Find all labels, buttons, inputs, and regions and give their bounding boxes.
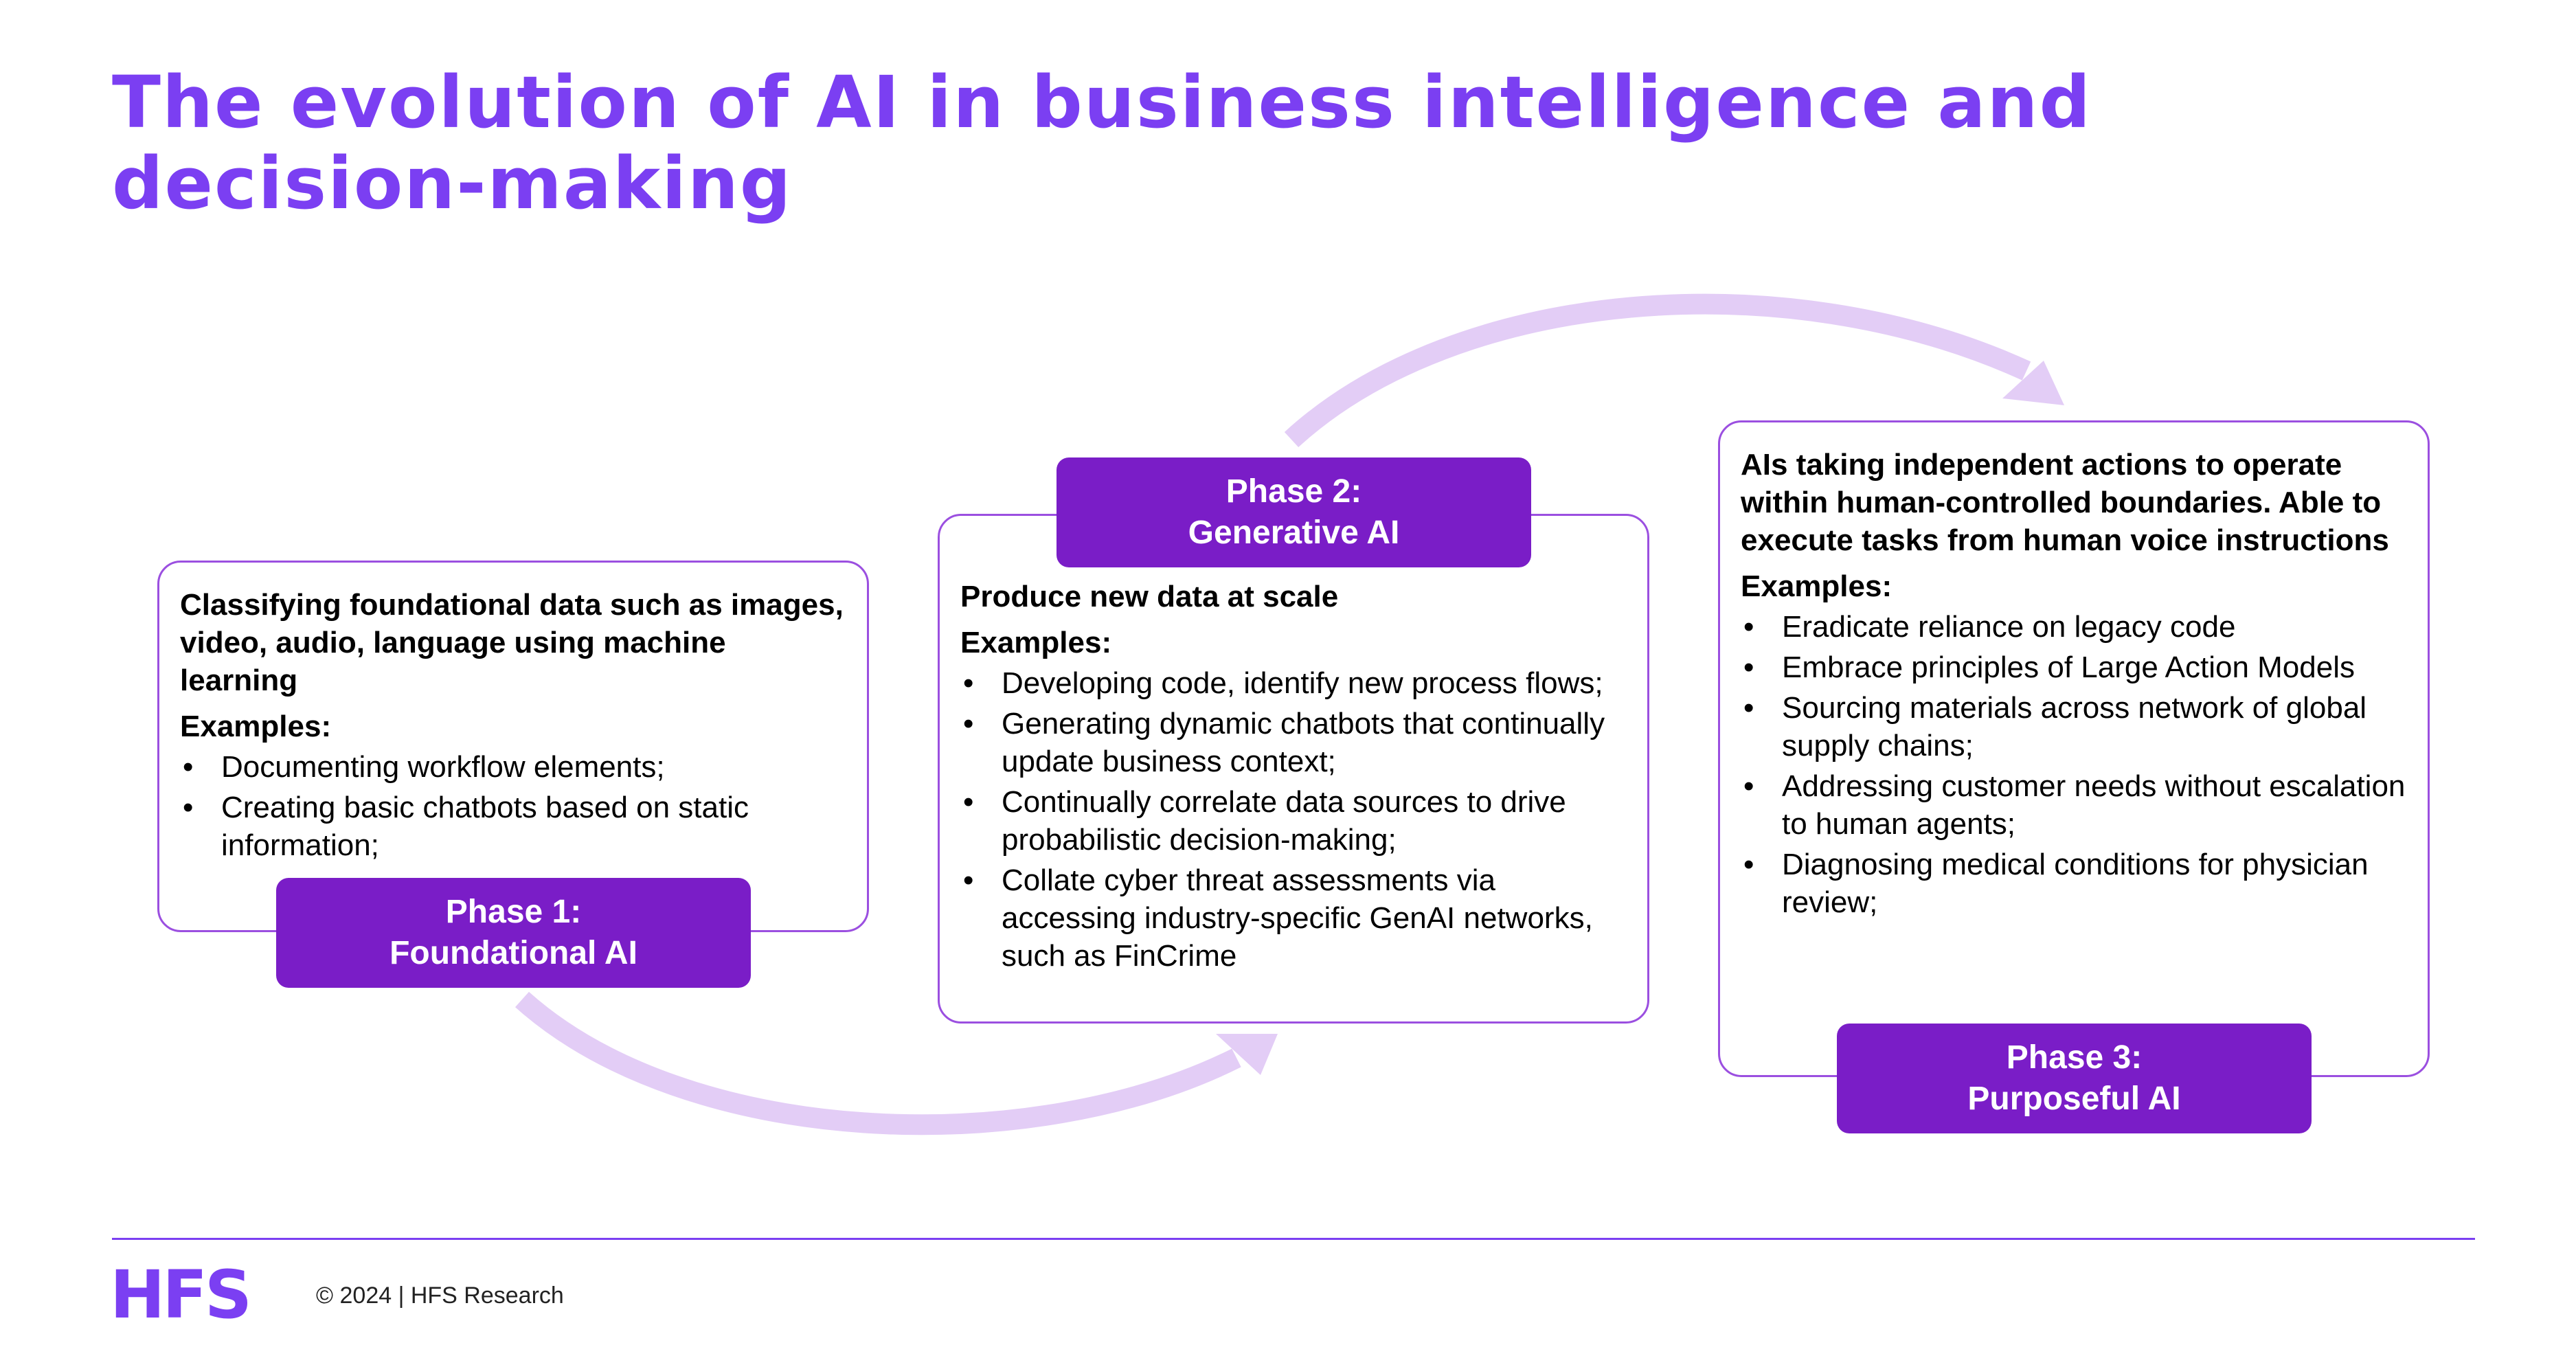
list-item: •Developing code, identify new process f… bbox=[963, 666, 1603, 700]
phase-1-examples-list: •Documenting workflow elements; •Creatin… bbox=[180, 748, 846, 864]
arrowhead-phase2-icon bbox=[1216, 1034, 1278, 1075]
list-item: •Eradicate reliance on legacy code bbox=[1743, 610, 2236, 644]
phase-2-examples-list: •Developing code, identify new process f… bbox=[960, 664, 1627, 975]
phase-1-name: Foundational AI bbox=[389, 935, 637, 971]
phase-3-examples-list: •Eradicate reliance on legacy code •Embr… bbox=[1741, 608, 2407, 921]
page-title: The evolution of AI in business intellig… bbox=[112, 60, 2092, 225]
hfs-logo: HFS bbox=[110, 1256, 252, 1333]
list-item: •Documenting workflow elements; bbox=[183, 750, 665, 784]
phase-2-card: Produce new data at scale Examples: •Dev… bbox=[938, 514, 1649, 1024]
list-item: •Embrace principles of Large Action Mode… bbox=[1743, 651, 2355, 684]
list-item: •Continually correlate data sources to d… bbox=[963, 785, 1566, 857]
phase-1-description: Classifying foundational data such as im… bbox=[180, 588, 844, 697]
list-item: •Collate cyber threat assessments via ac… bbox=[963, 863, 1593, 973]
flow-arrow-phase1-to-phase2 bbox=[515, 991, 1241, 1135]
flow-arrow-phase2-to-phase3 bbox=[1284, 293, 2031, 448]
phase-2-description: Produce new data at scale bbox=[960, 580, 1339, 613]
list-item: •Generating dynamic chatbots that contin… bbox=[963, 707, 1605, 778]
list-item: •Sourcing materials across network of gl… bbox=[1743, 691, 2367, 762]
list-item: •Creating basic chatbots based on static… bbox=[183, 791, 749, 862]
phase-2-name: Generative AI bbox=[1188, 515, 1400, 551]
phase-3-number: Phase 3: bbox=[2006, 1039, 2143, 1076]
phase-2-number: Phase 2: bbox=[1225, 473, 1362, 510]
footer-divider bbox=[112, 1238, 2475, 1240]
phase-2-examples-label: Examples: bbox=[960, 626, 1112, 659]
phase-3-examples-label: Examples: bbox=[1741, 569, 1893, 603]
phase-1-examples-label: Examples: bbox=[180, 710, 332, 743]
phase-2-badge: Phase 2: Generative AI bbox=[1057, 457, 1531, 567]
list-item: •Diagnosing medical conditions for physi… bbox=[1743, 848, 2369, 919]
phase-1-number: Phase 1: bbox=[445, 894, 582, 930]
arrowhead-phase3-icon bbox=[2002, 361, 2064, 405]
phase-1-card: Classifying foundational data such as im… bbox=[157, 561, 869, 932]
copyright-text: © 2024 | HFS Research bbox=[316, 1282, 564, 1309]
phase-3-name: Purposeful AI bbox=[1967, 1081, 2181, 1117]
list-item: •Addressing customer needs without escal… bbox=[1743, 769, 2406, 841]
phase-3-card: AIs taking independent actions to operat… bbox=[1718, 420, 2430, 1077]
phase-1-badge: Phase 1: Foundational AI bbox=[276, 878, 751, 988]
phase-3-description: AIs taking independent actions to operat… bbox=[1741, 448, 2389, 557]
phase-3-badge: Phase 3: Purposeful AI bbox=[1837, 1024, 2312, 1133]
